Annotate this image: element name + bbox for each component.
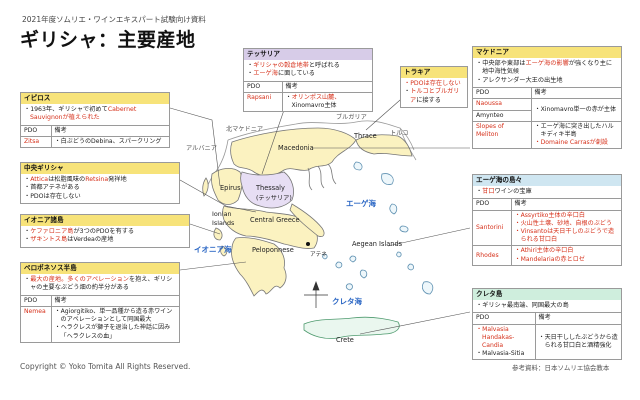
- samos: [399, 225, 409, 233]
- cyclades-3: [349, 255, 357, 263]
- list-item: エーゲ海に面している: [247, 70, 369, 78]
- label-ionian-islands: Ionian: [212, 210, 232, 218]
- label-crete: Crete: [336, 336, 354, 344]
- label-athens: アテネ: [310, 252, 327, 258]
- label-turkey: トルコ: [390, 130, 409, 137]
- label-epirus: Epirus: [220, 184, 241, 192]
- peloponnese-region: [231, 237, 287, 297]
- central-greece-panel: 中央ギリシャ Atticaは松脂風味のRetsina発祥地 首都アテネがある P…: [20, 162, 180, 205]
- rhodes-island: [422, 281, 434, 295]
- table-row: Rapsaniオリンポス山麓、Xinomavro主体: [244, 92, 372, 112]
- table-row: Zitsa白ぶどうのDebina、スパークリング: [21, 136, 169, 148]
- aegean-title: エーゲ海の島々: [473, 175, 621, 186]
- label-ionian-sea: イオニア海: [194, 245, 232, 254]
- santorini-island: [345, 283, 353, 291]
- table-row: NemeaAgiorgitiko、単一品種から造る赤ワインのアペレーションとして…: [21, 306, 179, 342]
- thessaly-title: テッサリア: [244, 49, 372, 60]
- athens-dot: [306, 242, 310, 246]
- source-note: 参考資料：日本ソムリエ協会教本: [512, 364, 610, 372]
- table-row: SantoriniAssyrtiko主体の辛口白火山性土壌、砂地、自根のぶどうV…: [473, 209, 621, 246]
- label-thessaly-kana: (テッサリア): [256, 195, 292, 202]
- ionian-title: イオニア諸島: [21, 215, 189, 226]
- list-item: ギリシャ最南端、同国最大の島: [476, 302, 618, 310]
- table-row: Malvasia Handakas-CandiaMalvasia-Sitia天日…: [473, 323, 621, 360]
- dodecanese-1: [396, 251, 402, 258]
- label-thrace: Thrace: [354, 132, 377, 140]
- crete-title: クレタ島: [473, 289, 621, 300]
- epirus-title: イピロス: [21, 93, 169, 104]
- table-row: RhodesAthiri主体の辛口白Mandelariaの赤とロゼ: [473, 245, 621, 265]
- document-kicker: 2021年度ソムリエ・ワインエキスパート試験向け資料: [22, 15, 206, 24]
- table-row: Slopes of Melitonエーゲ海に突き出したハルキディキ半島Domai…: [473, 120, 621, 149]
- thrace-region: [355, 134, 413, 157]
- page-title: ギリシャ：主要産地: [20, 29, 196, 51]
- macedonia-panel: マケドニア 中央部や東部はエーゲ海の影響が強くなり主に地中海性気候 アレクサンダ…: [472, 46, 622, 150]
- table-row: Amynteo: [473, 109, 621, 122]
- label-central-greece: Central Greece: [250, 216, 300, 224]
- chalkidiki: [307, 163, 337, 191]
- naxos: [359, 269, 368, 279]
- list-item: 甘口ワインの宝庫: [476, 188, 618, 196]
- label-thessaly: Thessaly: [256, 184, 285, 192]
- list-item: 最大の産地。多くのアペレーションを抱え、ギリシャの主要なぶどう畑の約半分がある: [24, 276, 176, 293]
- list-item: トルコとブルガリアに接する: [404, 88, 464, 105]
- thrace-title: トラキア: [401, 67, 467, 78]
- table-row: NaoussaXinomavro単一の赤が主体: [473, 98, 621, 122]
- peloponnese-title: ペロポネソス半島: [21, 263, 179, 274]
- list-item: PDOは存在しない: [404, 80, 464, 88]
- list-item: ザキントス島はVerdeaの産地: [24, 236, 186, 244]
- copyright: Copyright © Yoko Tomita All Rights Reser…: [20, 362, 191, 371]
- macedonia-region: [230, 127, 357, 176]
- label-aegean-islands: Aegean Islands: [352, 240, 403, 248]
- label-ionian-islands-2: Islands: [212, 219, 235, 227]
- corfu: [202, 177, 209, 197]
- cyclades-2: [335, 261, 343, 269]
- label-bulgaria: ブルガリア: [336, 114, 367, 121]
- thessaly-region: [240, 171, 294, 209]
- list-item: アレクサンダー大王の出生地: [476, 77, 618, 85]
- crete-island: [303, 316, 400, 339]
- ionian-panel: イオニア諸島 ケファロニア島が3つのPDOを有する ザキントス島はVerdeaの…: [20, 214, 190, 248]
- label-cretan-sea: クレタ海: [332, 297, 362, 306]
- central-greece-title: 中央ギリシャ: [21, 163, 179, 174]
- dodecanese-2: [407, 263, 414, 271]
- central-greece-region: [222, 205, 318, 249]
- north-border: [227, 120, 415, 151]
- zakynthos: [220, 245, 228, 257]
- kefalonia: [213, 227, 223, 241]
- macedonia-title: マケドニア: [473, 47, 621, 58]
- label-north-macedonia: 北マケドニア: [226, 126, 264, 133]
- list-item: PDOは存在しない: [24, 193, 176, 201]
- list-item: Atticaは松脂風味のRetsina発祥地: [24, 176, 176, 184]
- chios: [389, 203, 398, 215]
- epirus-panel: イピロス 1963年、ギリシャで初めてCabernet Sauvignonが植え…: [20, 92, 170, 149]
- leader-lines: [169, 85, 471, 335]
- label-macedonia: Macedonia: [278, 144, 314, 152]
- limnos: [353, 161, 363, 171]
- peloponnese-panel: ペロポネソス半島 最大の産地。多くのアペレーションを抱え、ギリシャの主要なぶどう…: [20, 262, 180, 343]
- thrace-panel: トラキア PDOは存在しない トルコとブルガリアに接する: [400, 66, 468, 109]
- cyclades-1: [322, 253, 328, 260]
- label-peloponnese: Peloponnese: [252, 246, 294, 254]
- label-albania: アルバニア: [186, 145, 217, 152]
- compass: [304, 281, 328, 308]
- label-aegean-sea: エーゲ海: [346, 199, 376, 208]
- epirus-bullet: 1963年、ギリシャで初めてCabernet Sauvignonが植えられた: [24, 106, 166, 123]
- list-item: ギリシャの穀倉地帯と呼ばれる: [247, 62, 369, 70]
- list-item: 首都アテネがある: [24, 184, 176, 192]
- list-item: ケファロニア島が3つのPDOを有する: [24, 228, 186, 236]
- list-item: 中央部や東部はエーゲ海の影響が強くなり主に地中海性気候: [476, 60, 618, 77]
- euboea: [289, 203, 325, 237]
- lesbos: [381, 173, 394, 185]
